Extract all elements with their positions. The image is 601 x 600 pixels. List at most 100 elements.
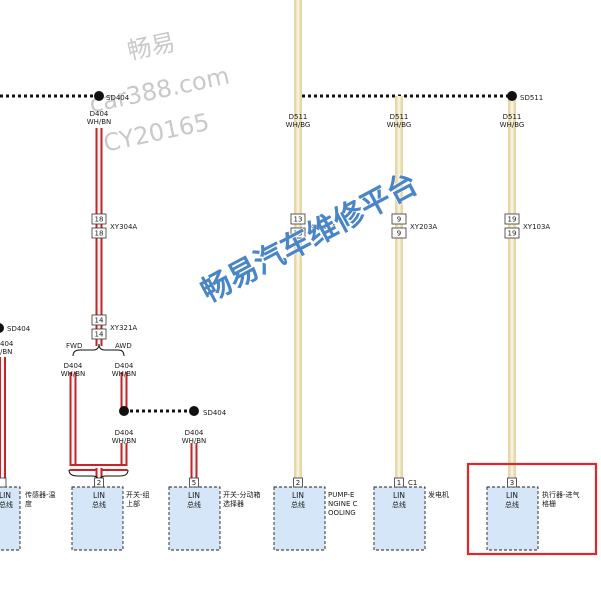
wire-color-d404-selector: WH/BN [182, 437, 207, 445]
wire-color-d404-awd-low: WH/BN [112, 437, 137, 445]
splice-dot-sd404-mid-left [119, 406, 129, 416]
module-transfer-pin: 5 [192, 479, 196, 487]
module-temp-line2: 总线 [0, 500, 13, 509]
connector-xy103a: 19 19 XY103A [504, 213, 550, 239]
wire-label-d404-top: D404 [90, 110, 109, 118]
module-alternator: 1 C1 LIN 总线 发电机 [373, 477, 449, 551]
module-pump-desc3: OOLING [328, 509, 356, 517]
wire-color-d404-top: WH/BN [87, 118, 112, 126]
module-pump-pin: 2 [296, 479, 300, 487]
wh-bg-wires [294, 0, 516, 478]
wire-d404-fwd [69, 372, 77, 468]
xy304a-pin-top: 18 [95, 216, 104, 224]
wire-color-d404-left: /BN [0, 348, 12, 356]
splice-label-sd404-mid: SD404 [203, 409, 227, 417]
splice-dot-sd404-left [0, 323, 4, 333]
xy101a-pin-bottom: 13 [294, 230, 303, 238]
wire-label-d404-awd-low: D404 [115, 429, 134, 437]
module-alternator-pin: 1 [397, 479, 401, 487]
wire-merge-bottom [69, 464, 128, 471]
wire-label-d404-selector: D404 [185, 429, 204, 437]
connector-xy321a: 14 14 XY321A [91, 314, 137, 340]
wire-label-d511-alt: D511 [390, 113, 409, 121]
xy103a-pin-top: 19 [508, 216, 517, 224]
connector-xy101a: 13 13 XY101A [290, 213, 336, 239]
module-pump-engine-cooling: 2 LIN 总线 PUMP-E NGINE C OOLING [273, 477, 358, 551]
module-grille-actuator: 3 LIN 总线 执行器-进气 格栅 [486, 477, 580, 551]
branch-brace-top [72, 343, 125, 357]
module-transfer-desc1: 开关-分动箱 [223, 490, 261, 499]
module-switch-upper-desc1: 开关-组 [126, 490, 150, 499]
module-pump-desc1: PUMP-E [328, 491, 354, 499]
wh-bn-wires [0, 128, 198, 478]
wire-color-d404-fwd: WH/BN [61, 370, 86, 378]
splice-label-sd404-top: SD404 [106, 94, 130, 102]
xy101a-pin-top: 13 [294, 216, 303, 224]
branch-label-fwd: FWD [66, 342, 82, 350]
wire-label-d511-pump: D511 [289, 113, 308, 121]
module-alternator-conn: C1 [408, 479, 417, 487]
module-alternator-desc1: 发电机 [428, 490, 449, 499]
module-temp-desc2: 度 [25, 499, 32, 508]
xy203a-pin-top: 9 [397, 216, 401, 224]
wire-d511-pump [294, 0, 302, 478]
splice-dots [0, 91, 517, 416]
watermark-main: 畅易汽车维修平台 [195, 166, 423, 310]
splice-label-sd404-left: SD404 [7, 325, 31, 333]
wire-color-d511-alt: WH/BG [387, 121, 412, 129]
module-temp-line1: LIN [0, 491, 11, 500]
watermark: 畅易 car388.com CY20165 [87, 28, 232, 158]
module-switch-upper-line1: LIN [93, 491, 105, 500]
module-pump-line1: LIN [292, 491, 304, 500]
wire-d511-shutter [508, 96, 516, 478]
connector-xy203a: 9 9 XY203A [391, 213, 437, 239]
wire-merge-drop [95, 468, 103, 478]
xy321a-label: XY321A [110, 324, 137, 332]
wire-labels: D404 WH/BN D511 WH/BG D511 WH/BG D511 WH… [0, 110, 524, 445]
wire-d404-awd-lower [120, 443, 128, 468]
module-alternator-line1: LIN [393, 491, 405, 500]
watermark-line1: 畅易 [125, 28, 178, 65]
wire-color-d511-pump: WH/BG [286, 121, 311, 129]
xy203a-label: XY203A [410, 223, 437, 231]
xy103a-pin-bottom: 19 [508, 230, 517, 238]
module-grille-line2: 总线 [505, 500, 519, 509]
module-grille-pin: 3 [510, 479, 514, 487]
module-grille-desc2: 格栅 [542, 499, 556, 508]
xy101a-label: XY101A [309, 223, 336, 231]
wire-label-d404-fwd: D404 [64, 362, 83, 370]
wire-label-d404-left: 404 [0, 340, 14, 348]
xy321a-pin-bottom: 14 [95, 331, 104, 339]
wire-d404-left [0, 357, 6, 478]
splice-dot-sd511 [507, 91, 517, 101]
wire-d404-selector [190, 443, 198, 478]
xy103a-label: XY103A [523, 223, 550, 231]
wire-color-d511-shutter: WH/BG [500, 121, 525, 129]
module-switch-upper-pin: 2 [97, 479, 101, 487]
splice-dot-sd404-top [94, 91, 104, 101]
splice-dot-sd404-mid [189, 406, 199, 416]
splice-label-sd511: SD511 [520, 94, 543, 102]
wire-d511-alternator [395, 96, 403, 478]
module-switch-upper-line2: 总线 [92, 500, 106, 509]
module-pump-line2: 总线 [291, 500, 305, 509]
module-grille-desc1: 执行器-进气 [542, 490, 580, 499]
watermark-line3: CY20165 [101, 108, 212, 158]
module-temp-sensor: LIN 总线 传感器-温 度 [0, 477, 56, 551]
module-pump-desc2: NGINE C [328, 500, 358, 508]
splice-bus-lines [0, 94, 512, 413]
module-alternator-line2: 总线 [392, 500, 406, 509]
module-grille-line1: LIN [506, 491, 518, 500]
module-transfer-line2: 总线 [187, 500, 201, 509]
wire-d404-awd-upper [120, 372, 128, 411]
highlight-box [466, 462, 598, 556]
wire-label-d404-awd: D404 [115, 362, 134, 370]
xy321a-pin-top: 14 [95, 317, 104, 325]
xy304a-pin-bottom: 18 [95, 230, 104, 238]
module-switch-upper-desc2: 上部 [126, 499, 140, 508]
module-transfer-line1: LIN [188, 491, 200, 500]
connector-xy304a: 18 18 XY304A [91, 213, 137, 239]
wire-label-d511-shutter: D511 [503, 113, 522, 121]
watermark-line2: car388.com [87, 62, 232, 119]
